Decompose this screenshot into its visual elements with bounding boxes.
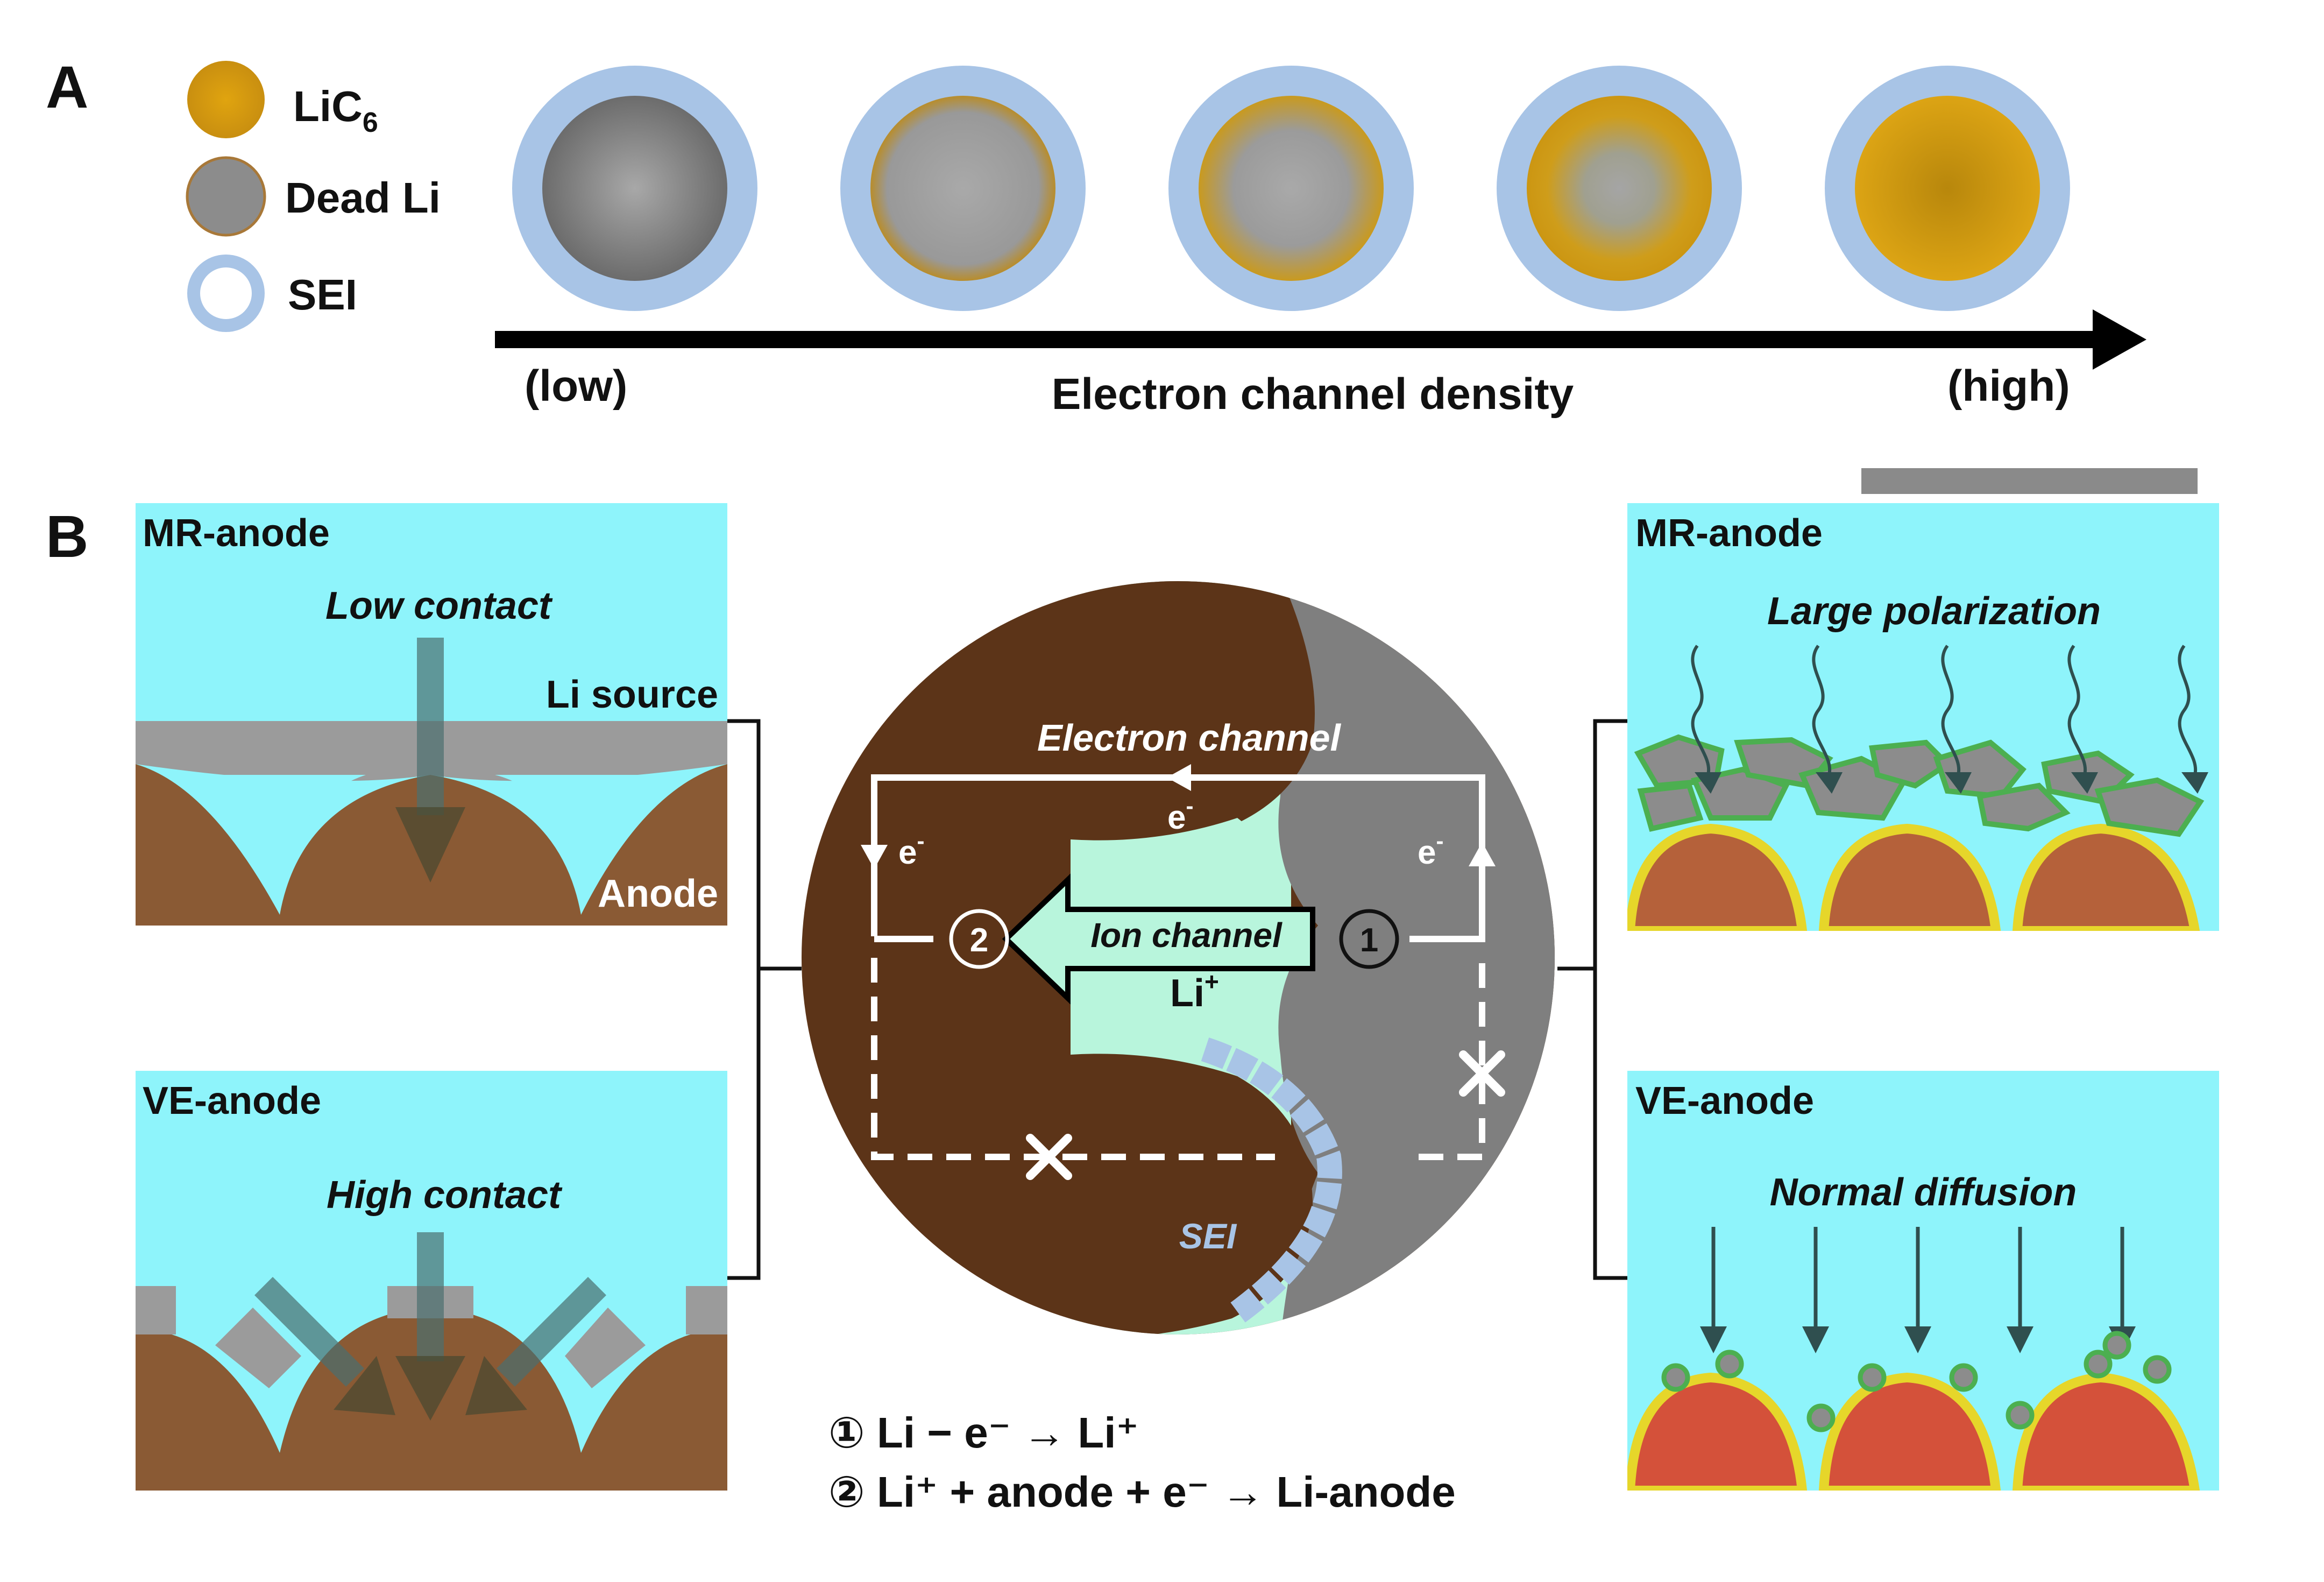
particle-sequence — [512, 66, 2070, 311]
center-e-top: e- — [1167, 793, 1193, 836]
lb-contact: High contact — [327, 1174, 563, 1217]
step-1-marker: 1 — [1360, 922, 1378, 959]
panel-b-label: B — [46, 504, 88, 570]
rb-title: VE-anode — [1635, 1079, 1814, 1122]
panel-left-ve-anode — [136, 1071, 727, 1491]
right-bracket — [1557, 719, 1627, 1280]
particle-stage-3 — [1168, 66, 1414, 311]
center-li-ion: Li+ — [1170, 967, 1219, 1015]
particle-stage-2 — [840, 66, 1086, 311]
center-ion-channel: Ion channel — [1090, 916, 1283, 955]
rt-caption: Large polarization — [1767, 590, 2101, 633]
step-2-marker: 2 — [970, 922, 988, 959]
equation-1: ① Li − e⁻ → Li⁺ — [828, 1409, 1139, 1457]
center-e-left: e- — [898, 828, 924, 871]
legend-swatch-dead-li — [186, 156, 266, 237]
particle-stage-1 — [512, 66, 757, 311]
legend: LiC6 Dead Li SEI — [186, 61, 441, 332]
lt-source: Li source — [546, 673, 718, 716]
axis-low-label: (low) — [525, 362, 627, 411]
legend-swatch-lic6 — [187, 61, 265, 138]
panel-left-mr-anode — [136, 503, 727, 926]
rb-caption: Normal diffusion — [1770, 1171, 2077, 1214]
lt-title: MR-anode — [143, 512, 330, 555]
center-mechanism-circle — [802, 581, 1555, 1334]
equation-2: ② Li⁺ + anode + e⁻ → Li-anode — [828, 1468, 1456, 1516]
legend-label-dead-li: Dead Li — [285, 174, 441, 222]
panel-right-mr-anode — [1627, 503, 2219, 931]
panel-a-label: A — [46, 54, 88, 121]
panel-right-ve-anode — [1627, 1071, 2219, 1491]
axis-title: Electron channel density — [1052, 370, 1574, 419]
particle-stage-5 — [1825, 66, 2070, 311]
lb-title: VE-anode — [143, 1079, 321, 1122]
lt-anode: Anode — [598, 872, 718, 915]
scale-bar — [1861, 468, 2198, 494]
center-e-right: e- — [1418, 828, 1443, 871]
center-sei-label: SEI — [1179, 1216, 1237, 1256]
axis-high-label: (high) — [1947, 362, 2070, 411]
left-bracket — [727, 719, 802, 1280]
density-axis — [495, 309, 2146, 370]
legend-swatch-sei — [187, 255, 265, 332]
legend-label-lic6: LiC6 — [293, 82, 378, 138]
particle-stage-4 — [1497, 66, 1742, 311]
lt-contact: Low contact — [325, 584, 553, 627]
legend-label-sei: SEI — [288, 271, 357, 319]
rt-title: MR-anode — [1635, 512, 1823, 555]
center-electron-channel: Electron channel — [1037, 717, 1342, 759]
